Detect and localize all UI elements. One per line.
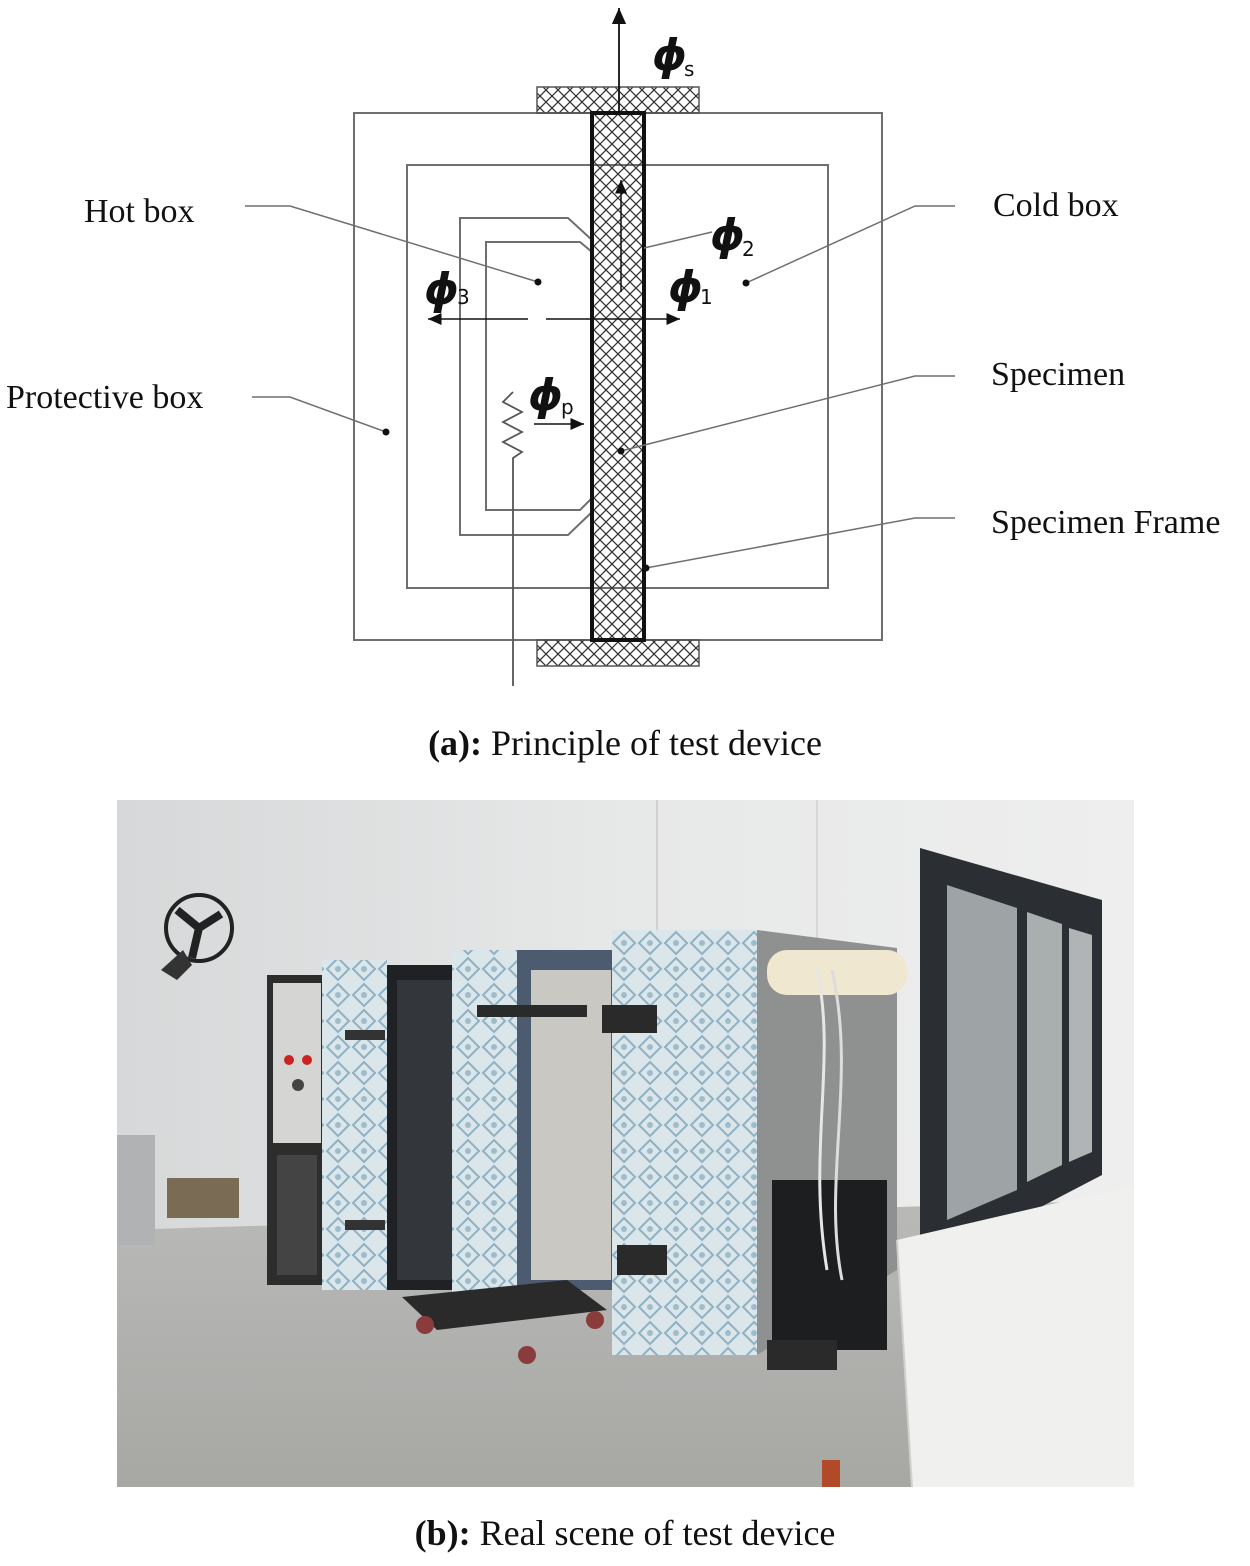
phi-p-subscript: p [561,395,574,419]
cold-box-unit [602,930,907,1370]
specimen-label: Specimen [991,356,1125,393]
specimen-panel [590,111,646,642]
cold-box-label: Cold box [993,187,1119,224]
glass-partition [896,848,1134,1487]
control-cabinet [267,975,327,1285]
caption-b: (b): Real scene of test device [414,1513,836,1553]
phi-s-subscript: s [684,57,694,81]
specimen-leader [620,375,955,452]
specimen-cart [402,1280,607,1364]
protective-box-leader [252,396,387,433]
phi-1-subscript: 1 [700,285,713,309]
specimen-frame-label: Specimen Frame [991,504,1220,541]
phi-s-symbol: ϕ [652,30,687,81]
hot-box-label: Hot box [84,193,195,230]
cold-box-leader [745,205,955,284]
specimen-frame-leader [645,517,955,569]
test-device-photo [117,800,1134,1487]
phi-3-symbol: ϕ [424,264,459,315]
phi-2-symbol: ϕ [710,210,745,261]
protective-box-label: Protective box [6,379,203,416]
hot-box-inner-outline [485,241,593,511]
phi-2-subscript: 2 [742,237,755,261]
hot-box-outer-outline [459,217,593,536]
bottom-insulation [536,639,700,667]
hot-box-leader [245,205,539,283]
wall-fan [161,893,234,980]
test-device-schematic: ϕ s ϕ 2 ϕ 3 ϕ 1 ϕ p Hot box Cold box Pro… [6,8,1220,686]
heater-coil [501,391,524,686]
phi-p-symbol: ϕ [528,370,563,421]
phi-3-subscript: 3 [457,285,470,309]
caption-a: (a): Principle of test device [428,723,822,763]
top-insulation [536,86,700,114]
specimen-frame-unit [452,950,622,1300]
phi-1-symbol: ϕ [668,262,703,313]
